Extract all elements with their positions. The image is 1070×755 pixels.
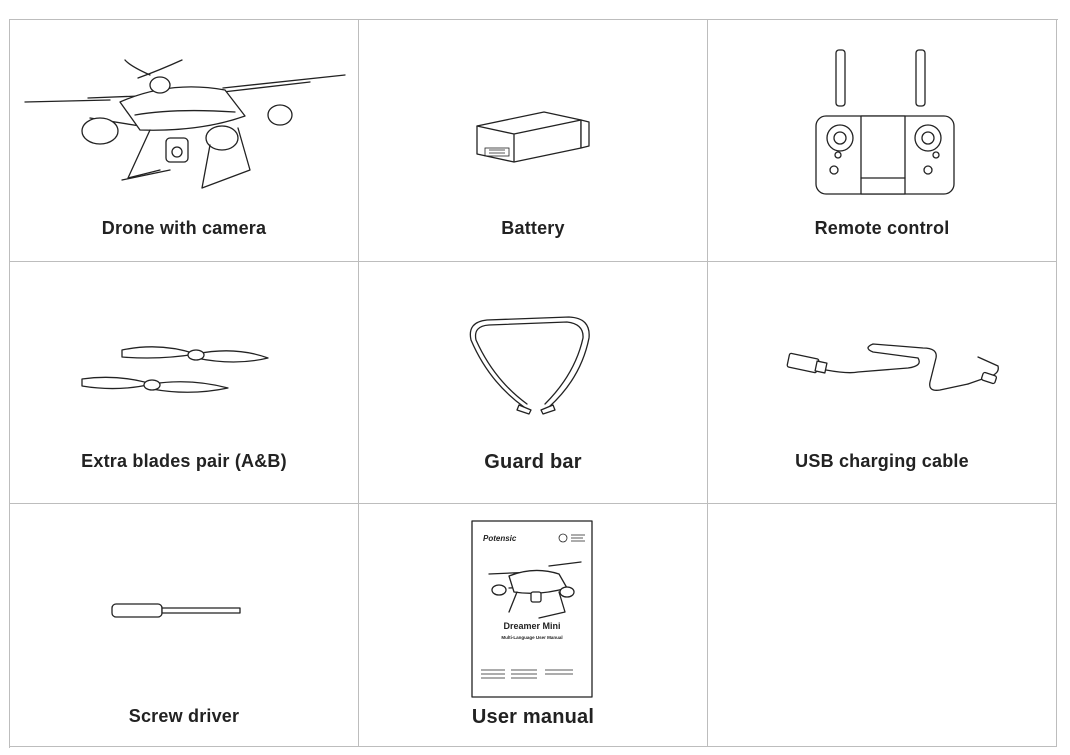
item-label: Drone with camera	[101, 218, 267, 238]
item-user-manual: Potensic Dreamer Mini Multi-Language Use…	[359, 504, 708, 747]
item-label: Guard bar	[484, 451, 582, 473]
empty-cell	[708, 504, 1057, 747]
manual-title: Dreamer Mini	[503, 621, 560, 631]
item-battery: Battery	[359, 20, 708, 262]
package-contents-grid: Drone with camera Battery	[9, 19, 1058, 748]
item-label: Extra blades pair (A&B)	[81, 451, 287, 471]
item-label: Screw driver	[128, 706, 240, 726]
battery-icon	[476, 111, 590, 163]
item-usb-cable: USB charging cable	[708, 262, 1057, 504]
item-extra-blades: Extra blades pair (A&B)	[10, 262, 359, 504]
usb-cable-icon	[786, 343, 999, 391]
guard-bar-icon	[469, 316, 590, 415]
item-remote-control: Remote control	[708, 20, 1057, 262]
item-guard-bar: Guard bar	[359, 262, 708, 504]
drone-icon	[24, 59, 346, 189]
manual-brand: Potensic	[483, 534, 517, 543]
item-label: Remote control	[814, 218, 950, 238]
item-drone: Drone with camera	[10, 20, 359, 262]
remote-control-icon	[815, 49, 955, 195]
item-screwdriver: Screw driver	[10, 504, 359, 747]
screwdriver-icon	[111, 603, 241, 618]
item-label: Battery	[501, 218, 565, 238]
item-label: USB charging cable	[795, 451, 969, 471]
item-label: User manual	[471, 706, 595, 728]
user-manual-icon: Potensic Dreamer Mini Multi-Language Use…	[471, 520, 593, 698]
propeller-blades-icon	[81, 346, 269, 393]
manual-subtitle: Multi-Language User Manual	[501, 635, 562, 640]
